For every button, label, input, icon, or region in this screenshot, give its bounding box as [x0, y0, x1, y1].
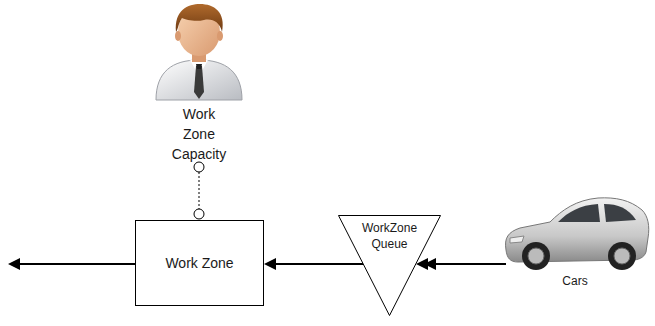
flow-connector [264, 258, 363, 270]
node-label: Cars [498, 274, 652, 288]
car-icon [498, 176, 652, 272]
car-lamp [510, 236, 524, 243]
person-icon [156, 4, 242, 100]
node-label: WorkZone Queue [352, 220, 427, 252]
car-window [558, 204, 600, 222]
car-source: Cars [498, 176, 652, 294]
flow-line [274, 263, 363, 265]
car-wheel [522, 242, 550, 270]
actor-node: Work Zone Capacity [159, 104, 239, 164]
triangle-shape [339, 216, 441, 316]
flow-connector [194, 162, 204, 219]
car-hub [614, 248, 630, 264]
car-hub [528, 248, 544, 264]
flow-connector [416, 258, 506, 270]
arrow-head [424, 258, 436, 270]
arrow-head [264, 258, 276, 270]
dashed-link [199, 172, 200, 213]
process-box: Work Zone [135, 220, 264, 306]
link-end [194, 162, 204, 172]
car-wheel [608, 242, 636, 270]
flow-line [426, 263, 506, 265]
exit-arrow [8, 258, 135, 270]
node-label: Work Zone Capacity [169, 104, 229, 164]
queue-triangle: WorkZone Queue [338, 215, 441, 316]
car-window [604, 204, 636, 222]
node-label: Work Zone [159, 255, 239, 271]
link-end [194, 209, 204, 219]
